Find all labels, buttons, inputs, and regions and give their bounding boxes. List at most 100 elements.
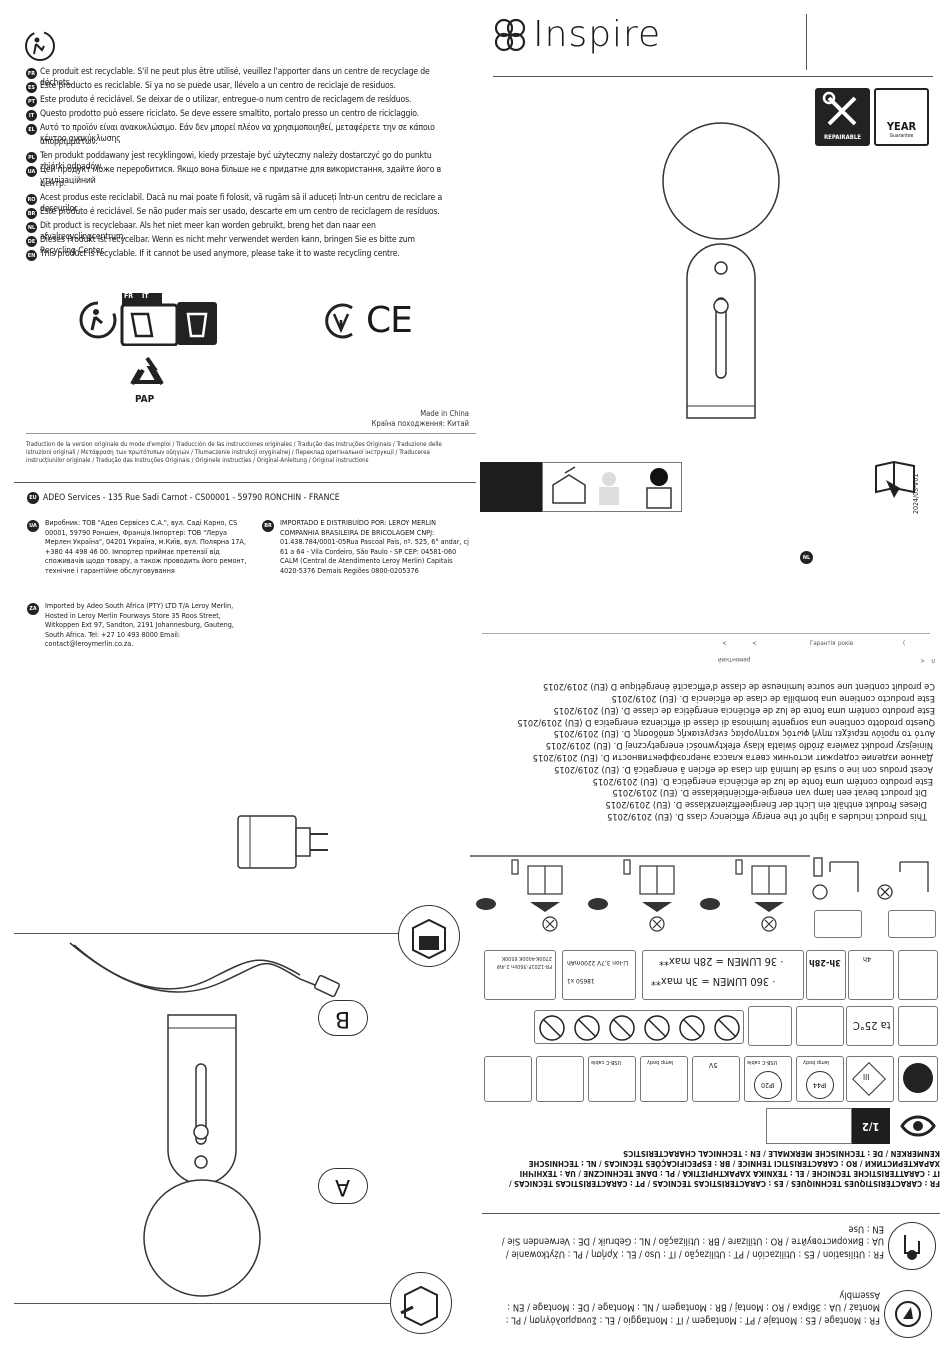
part-a-label: A [318,1168,368,1204]
divider [482,1213,940,1214]
lang-badge-it: IT [26,110,37,121]
lang-badge-ua: UA [26,166,37,177]
za-badge: ZA [27,603,39,615]
usb-cable-illustration [60,935,350,1005]
lumen-spec-box: · 36 LUMEN = 28h max** · 360 LUMEN = 3h … [642,950,804,1000]
energy-line: Dieses Produkt enthält ein Licht der Ene… [605,799,927,811]
recycling-line: Dieses Produkt ist recycelbar. Wenn es n… [40,235,415,256]
instructions-strip-dark [480,462,542,512]
part-b-label: B [318,1000,368,1036]
ip44-box: lamp body IP44 [796,1056,844,1102]
guarantee-label: Guarantee [889,133,914,139]
read-manual-icon [552,466,672,509]
energy-line: Ce produit contient une source lumineuse… [542,681,935,693]
za-importer: Imported by Adeo South Africa (PTY) LTD … [45,601,234,648]
lamp-illustration [650,118,800,423]
recycling-line: This product is recyclable. If it cannot… [40,249,400,259]
adeo-address: ADEO Services - 135 Rue Sadi Carnot - CS… [43,493,340,503]
use-hand-icon [888,1222,936,1270]
repair-text: ремонтний [718,656,751,663]
polarity-icon [484,1056,532,1102]
class3-box: III [846,1056,894,1102]
energy-line: Данное изделие содержит источник света к… [532,752,933,764]
divider [14,1303,390,1304]
lang-badge-pl: PL [26,152,37,163]
assembly-heading: FR : Montage / ES : Montaje / PT : Monta… [505,1289,880,1326]
energy-line: Este produto contém uma fonte de luz de … [553,704,935,716]
energy-line: This product includes a light of the ene… [607,811,927,822]
ua-badge: UA [27,520,39,532]
divider [493,76,933,77]
ce-mark: CE [366,300,413,341]
weee-icon [748,1006,792,1046]
recycling-line: Este producto es reciclable. Si ya no se… [40,81,396,91]
energy-line: Questo prodotto contiene una sorgente lu… [517,716,935,728]
indoor-usage-scene [810,852,936,900]
energy-line: Este producto contiene una bombilla de c… [611,693,935,705]
voltage-box: 5V [692,1056,740,1102]
lang-badge-br: BR [26,208,37,219]
lang-badge-de: DE [26,236,37,247]
guarantee-row: п < ремонтний [920,657,935,664]
weee-bar-icon [796,1006,844,1046]
ambient-temp-box: ta 25°C [846,1006,894,1046]
triman-tag-fr: FR [124,292,134,300]
guarantee-badge: YEAR Guarantee [874,88,929,146]
wrench-screwdriver-icon [822,91,857,126]
recycling-line: Ten produkt poddawany jest recyklingowi,… [40,151,432,172]
manual-book-icon [872,458,918,502]
charge-time-box: 4h [848,950,894,1000]
dim-level-icon [814,910,862,938]
lang-badge-el: EL [26,124,37,135]
triman-tag-it: IT [142,292,149,300]
eu-badge: EU [27,492,39,504]
unbox-icon [398,905,460,967]
lang-badge-pt: PT [26,96,37,107]
energy-line: Αυτό το προϊόν περιέχει πηγή φωτός κατηγ… [553,728,935,740]
plant-charge-box [898,950,938,1000]
recycling-arrows-icon [128,356,166,390]
made-in: Made in China [420,409,469,418]
recycling-line: Αυτό το προϊόν είναι ανακυκλώσιμο. Εάν δ… [40,123,435,144]
outdoor-usage-scenes [470,852,810,934]
book-icon-box [898,1056,938,1102]
translation-note: Traduction de la version originale du mo… [26,441,442,464]
lumen-low: · 36 LUMEN = 28h max** [659,955,784,968]
instructions-strip [542,462,682,512]
page-tag: 1/2 [852,1108,890,1144]
recycle-person-icon [24,30,56,62]
led-spec-box: FR-1Z01F-360lm 2,4W 2700K-4000K 6500K [484,950,556,1000]
guarantee-years: років [838,640,854,647]
usb-cable-box: USB-C cable [588,1056,636,1102]
made-in-ua: Країна походження: Китай [371,419,469,428]
brand-name: Inspire [533,14,662,55]
recycling-line: Dit product is recyclebaar. Als het niet… [40,221,376,242]
recycling-line: απορριμμάτων. [40,137,98,147]
repairable-badge: REPAIRABLE [815,88,870,146]
divider [26,433,476,434]
year-label: YEAR [886,120,917,133]
inspire-logo-icon [494,18,526,51]
energy-line: Niniejszy produkt zawiera źródło światła… [545,740,933,752]
triman-logo [78,290,218,347]
eye-icon [900,1112,936,1140]
charger-illustration [236,812,332,872]
ip20-box: USB-C cable IP20 [744,1056,792,1102]
recycling-line: Acest produs este reciclabil. Dacă nu ma… [40,193,443,214]
light-modes-box [766,1108,852,1144]
technical-characteristics: FR : CARACTÉRISTIQUES TECHNIQUES / ES : … [509,1149,940,1188]
guarantee-mark-a: < [722,640,727,647]
nl-badge: NL [800,551,813,564]
lamp-parts-illustration [140,1010,270,1310]
lang-badge-nl: NL [26,222,37,233]
repairable-label: REPAIRABLE [823,134,861,141]
recycling-line: Цей продукт може переробитися. Якщо вона… [40,165,442,186]
recycling-line: Ce produit est recyclable. S'il ne peut … [40,67,430,88]
energy-line: Este produto contém uma fonte de luz de … [592,775,933,787]
eac-icon [322,302,360,340]
lang-badge-en: EN [26,250,37,261]
lamp-body-box: lamp body [640,1056,688,1102]
assembly-box-icon [390,1272,452,1334]
assembly-compass-icon [884,1290,932,1338]
br-badge: BR [262,520,274,532]
